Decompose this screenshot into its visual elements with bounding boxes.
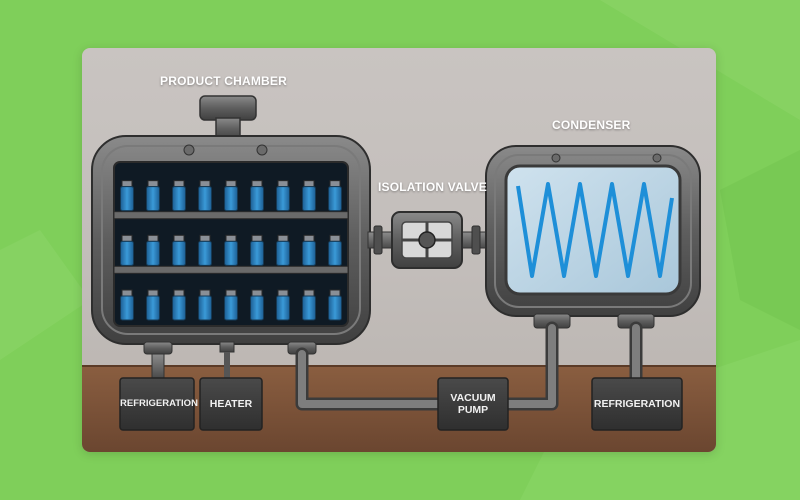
chamber-bottom-ports [143,341,317,380]
vial-rows [120,180,342,321]
vial [120,180,134,212]
isolation-valve-label: ISOLATION VALVE [378,180,488,194]
vial [302,234,316,266]
vial [276,234,290,266]
refrigeration-right-box [591,377,683,431]
refrigeration-right-label: REFRIGERATION [593,398,681,410]
vial [276,180,290,212]
vial [250,234,264,266]
vial [146,180,160,212]
chamber-shelf [113,265,349,274]
product-chamber-label: PRODUCT CHAMBER [160,74,287,88]
condenser-bottom-ports [533,313,655,329]
vial [198,289,212,321]
diagram-card: PRODUCT CHAMBER CONDENSER ISOLATION VALV… [82,48,716,452]
vial [198,234,212,266]
vacuum-line [295,321,643,411]
isolation-valve [391,211,463,269]
chamber-top-port [199,95,257,141]
refrigeration-left-box [119,377,195,431]
vial [224,180,238,212]
vial [276,289,290,321]
vacuum-pump-label: VACUUM PUMP [450,392,496,416]
chamber-shelves [113,211,349,274]
vial [302,289,316,321]
vacuum-pump-box [437,377,509,431]
chamber-shelf [113,211,349,220]
vial [302,180,316,212]
vial [328,234,342,266]
vial [120,289,134,321]
vial [172,180,186,212]
vial [172,289,186,321]
vial [224,289,238,321]
condenser-coil [516,182,674,278]
vial [146,234,160,266]
vial [328,289,342,321]
heater-label: HEATER [209,398,253,410]
vial [250,180,264,212]
vial [120,234,134,266]
vial [172,234,186,266]
freeze-dryer-diagram [82,95,716,452]
vial [250,289,264,321]
heater-box [199,377,263,431]
vial [198,180,212,212]
vial [328,180,342,212]
condenser [485,145,701,317]
vial [224,234,238,266]
vial [146,289,160,321]
condenser-label: CONDENSER [552,118,631,132]
refrigeration-left-label: REFRIGERATION [120,398,198,409]
